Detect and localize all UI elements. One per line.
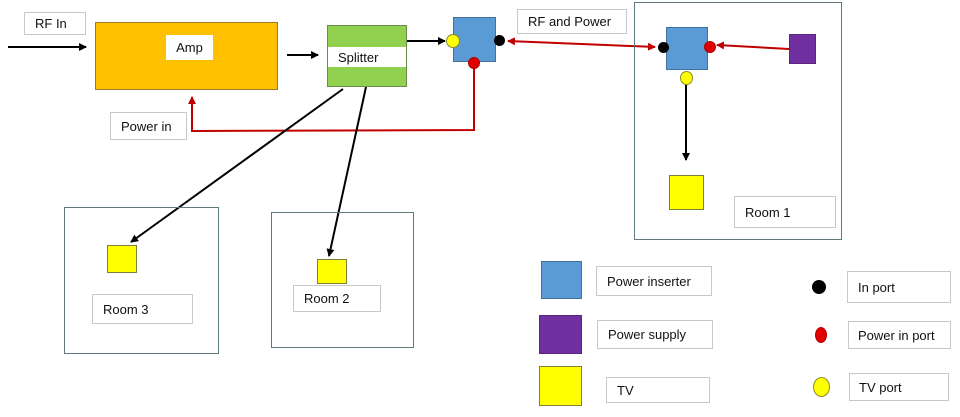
power-supply-room1 [789,34,816,64]
splitter-label: Splitter [328,47,406,67]
legend-text-in-port: In port [858,279,895,295]
room-3-label: Room 3 [92,294,193,324]
tv-port-main-inserter [446,34,460,48]
rf-and-power-text: RF and Power [528,14,612,29]
room-2 [271,212,414,348]
tv-room2 [317,259,347,284]
rf-and-power-link [507,37,656,51]
legend-swatch-power-supply [539,315,582,354]
tv-port-room1-inserter [680,71,693,85]
splitter-text: Splitter [338,49,379,65]
room-3 [64,207,219,354]
room-3-text: Room 3 [103,301,149,317]
legend-swatch-tv-port [813,377,830,397]
splitter-to-room2-arrow [326,86,367,257]
legend-text-tv: TV [617,382,634,398]
legend-swatch-power-in-port [815,327,827,343]
legend-swatch-power-inserter [541,261,582,299]
room-1 [634,2,842,240]
tv-room1 [669,175,704,210]
legend-text-power-in-port: Power in port [858,327,935,343]
rf-in-text: RF In [35,16,67,31]
room-1-label: Room 1 [734,196,836,228]
in-port-room1-inserter [658,42,669,53]
rf-in-label: RF In [24,12,86,35]
legend-text-power-supply: Power supply [608,327,687,342]
amp-label: Amp [166,35,213,60]
power-in-port-main-inserter [468,57,480,69]
room-1-text: Room 1 [745,204,791,220]
legend-text-tv-port: TV port [859,379,902,395]
splitter: Splitter [327,25,407,87]
splitter-to-room3-arrow [130,88,344,243]
room-2-label: Room 2 [293,285,381,312]
legend-swatch-tv [539,366,582,406]
amp-text: Amp [176,40,203,55]
legend-label-power-in-port: Power in port [848,321,951,349]
power-feed-line [188,65,475,133]
legend-label-in-port: In port [847,271,951,303]
legend-label-power-supply: Power supply [597,320,713,349]
power-in-text: Power in [121,118,172,134]
power-supply-link [716,41,790,50]
tv-room3 [107,245,137,273]
power-in-port-room1-inserter [704,41,716,53]
legend-swatch-in-port [812,280,826,294]
legend-label-tv: TV [606,377,710,403]
room-2-text: Room 2 [304,291,350,306]
amplifier: Amp [95,22,278,90]
rf-and-power-label: RF and Power [517,9,627,34]
power-in-label: Power in [110,112,187,140]
legend-text-power-inserter: Power inserter [607,273,691,289]
power-inserter-room1 [666,27,708,70]
legend-label-power-inserter: Power inserter [596,266,712,296]
legend-label-tv-port: TV port [849,373,949,401]
in-port-main-inserter [494,35,505,46]
